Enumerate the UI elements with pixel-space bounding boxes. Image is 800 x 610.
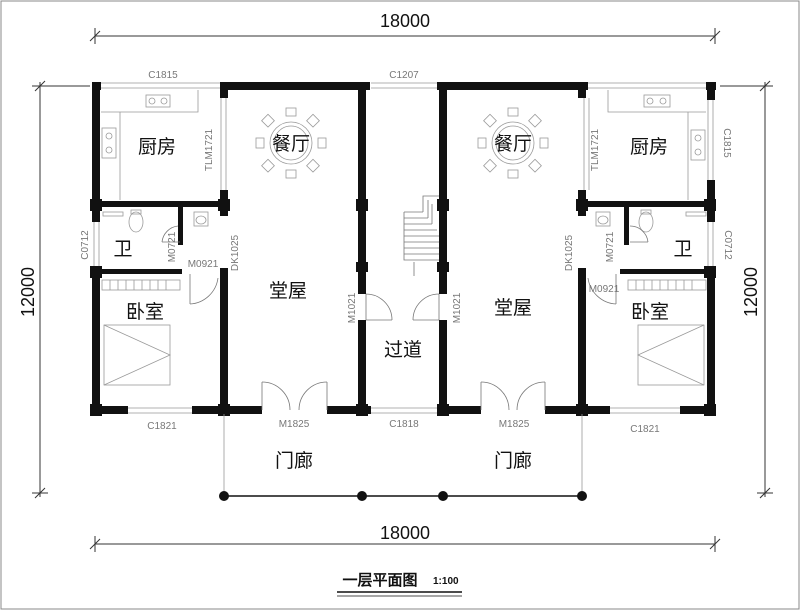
room-dining-right: 餐厅 [494,133,532,155]
drawing-title: 一层平面图 [342,571,417,589]
code-tlm-left: TLM1721 [204,128,215,171]
room-hall-right: 堂屋 [494,297,532,319]
code-tlm-right: TLM1721 [590,128,601,171]
code-c0712-right: C0712 [722,230,733,260]
dimension-lines [32,28,773,552]
dim-top-width: 18000 [380,11,430,31]
kitchen-counter-right [607,90,706,200]
room-kitchen-right: 厨房 [630,136,668,158]
code-m0721-left: M0721 [167,231,178,262]
dim-left-height: 12000 [18,267,38,317]
room-corridor: 过道 [384,339,422,361]
dining-table-right [477,107,549,179]
code-c1815-right: C1815 [721,128,732,158]
room-bedroom-right: 卧室 [631,301,669,323]
room-bedroom-left: 卧室 [126,301,164,323]
window-openings [93,82,714,414]
code-m0721-right: M0721 [605,231,616,262]
code-m1021-left: M1021 [347,292,358,323]
code-dk-left: DK1025 [230,234,241,271]
code-c1818: C1818 [389,419,419,430]
room-bath-right: 卫 [673,238,692,260]
code-m1825-right: M1825 [499,419,530,430]
code-c1821-left: C1821 [147,421,177,432]
door-swings [161,225,649,411]
staircase [403,195,439,276]
dim-bottom-width: 18000 [380,523,430,543]
room-porch-right: 门廊 [494,450,532,472]
code-m0921-left: M0921 [188,259,219,270]
walls [90,82,716,416]
room-porch-left: 门廊 [275,450,313,472]
code-m1021-right: M1021 [452,292,463,323]
dim-right-height: 12000 [741,267,761,317]
bedroom-furniture-right [627,279,707,386]
bath-fixtures-right [595,209,707,233]
bath-fixtures-left [102,209,209,233]
drawing-scale: 1:100 [433,576,459,587]
code-m1825-left: M1825 [279,419,310,430]
code-c1207: C1207 [389,70,419,81]
porch [219,414,587,501]
room-hall-left: 堂屋 [269,280,307,302]
kitchen-counter-left [101,90,199,200]
code-c1815-top: C1815 [148,70,178,81]
room-kitchen-left: 厨房 [138,136,176,158]
code-c1821-right: C1821 [630,424,660,435]
bedroom-furniture-left [101,279,181,386]
room-bath-left: 卫 [113,238,132,260]
code-c0712-left: C0712 [80,230,91,260]
code-m0921-right: M0921 [589,284,620,295]
code-dk-right: DK1025 [564,234,575,271]
room-dining-left: 餐厅 [272,133,310,155]
dining-table-left [255,107,327,179]
